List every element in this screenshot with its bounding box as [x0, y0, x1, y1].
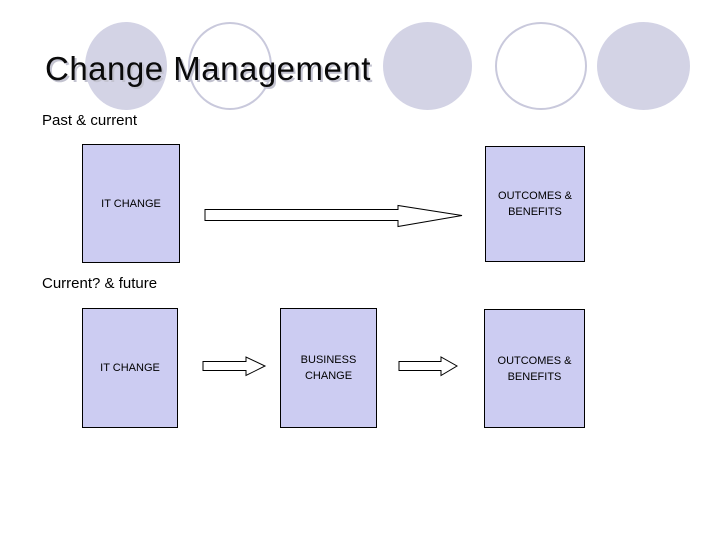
- diagram-box-label: OUTCOMES & BENEFITS: [498, 190, 572, 218]
- diagram-box-it-change-row2: IT CHANGE: [82, 308, 178, 428]
- decorative-circle-outlined-1: [188, 22, 272, 110]
- short-right-arrow-icon-1: [202, 356, 267, 377]
- diagram-box-label: OUTCOMES & BENEFITS: [497, 354, 572, 383]
- diagram-box-it-change-row1: IT CHANGE: [82, 144, 180, 263]
- page-title: Change Management: [45, 50, 371, 87]
- diagram-box-outcomes-benefits-row1: OUTCOMES & BENEFITS: [485, 146, 585, 262]
- diagram-box-label: BUSINESS CHANGE: [300, 354, 357, 382]
- decorative-circle-filled-1: [85, 22, 167, 110]
- decorative-circle-filled-2: [383, 22, 472, 110]
- short-right-arrow-icon-2: [398, 356, 458, 377]
- section-label-current-and-future: Current? & future: [42, 275, 158, 292]
- decorative-circle-filled-3: [597, 22, 690, 110]
- diagram-box-business-change-row2: BUSINESS CHANGE: [280, 308, 377, 428]
- diagram-box-outcomes-benefits-row2: OUTCOMES & BENEFITS: [484, 309, 585, 428]
- diagram-box-label: IT CHANGE: [100, 362, 160, 374]
- section-label-past-and-current: Past & current: [42, 112, 138, 129]
- long-right-arrow-icon: [204, 204, 463, 228]
- diagram-box-label: IT CHANGE: [101, 197, 161, 210]
- decorative-circle-outlined-2: [495, 22, 587, 110]
